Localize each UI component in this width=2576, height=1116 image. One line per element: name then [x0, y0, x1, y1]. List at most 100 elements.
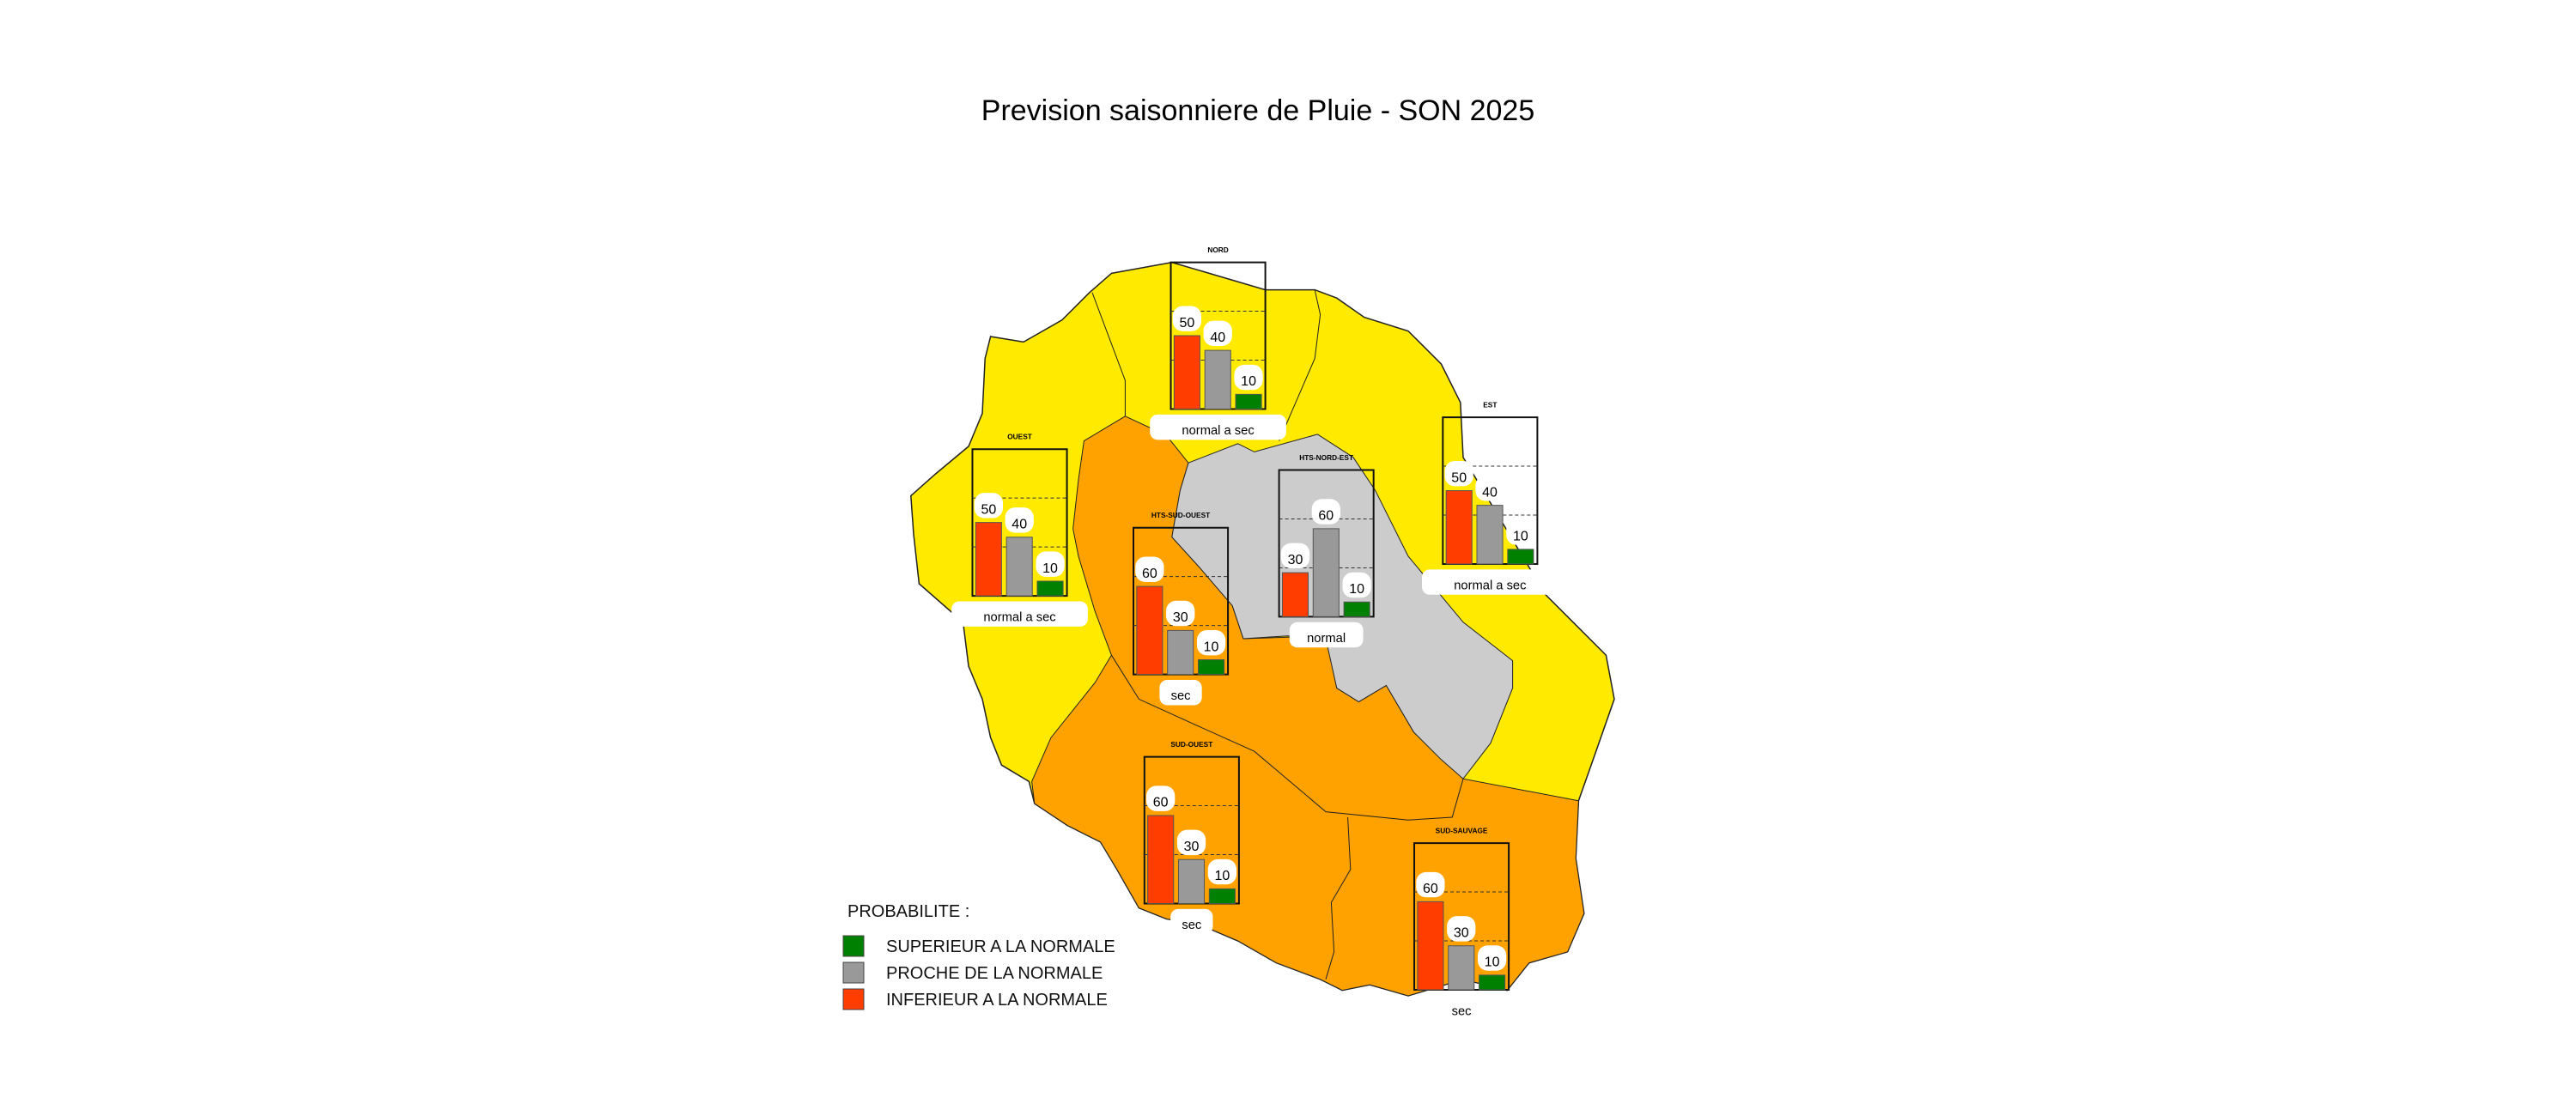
region-chart-hts-nord-est: HTS-NORD-EST 30 60 10 normal	[1279, 453, 1374, 648]
border-nord-est	[1279, 290, 1321, 441]
value-label: 50	[1180, 316, 1195, 331]
bar-proche	[1313, 529, 1339, 617]
value-label-bg	[1203, 320, 1232, 347]
bar-superieur	[1344, 602, 1370, 616]
bar-superieur	[1479, 975, 1505, 990]
value-label: 30	[1454, 925, 1469, 940]
region-name: OUEST	[1007, 433, 1032, 441]
legend-label-superieur: SUPERIEUR A LA NORMALE	[886, 937, 1115, 956]
value-label-bg	[1311, 499, 1340, 525]
bar-superieur	[1037, 581, 1063, 596]
value-label-bg	[1416, 871, 1445, 898]
value-label: 10	[1349, 582, 1364, 597]
border-sud-ouest-sauvage	[1326, 817, 1351, 980]
value-label-bg	[1166, 600, 1195, 627]
category-label-bg	[1150, 414, 1286, 440]
value-label-bg	[1005, 507, 1034, 533]
value-label-bg	[1444, 460, 1473, 487]
bar-superieur	[1209, 889, 1235, 903]
region-chart-sud-sauvage: SUD-SAUVAGE 60 30 10 sec	[1414, 827, 1509, 1021]
region-name: SUD-SAUVAGE	[1436, 827, 1488, 835]
value-label-bg	[1135, 556, 1164, 582]
value-label-bg	[1234, 364, 1263, 391]
legend-swatch-inferieur	[842, 988, 865, 1010]
category-label: normal	[1307, 632, 1346, 646]
legend-title: PROBABILITE :	[848, 902, 969, 921]
category-label: sec	[1182, 919, 1201, 932]
region-name: EST	[1483, 401, 1497, 409]
value-label: 40	[1210, 331, 1225, 345]
value-label-bg	[1036, 551, 1065, 577]
value-label-bg	[1506, 519, 1535, 545]
category-label-bg	[1440, 995, 1483, 1021]
value-label: 60	[1318, 509, 1334, 524]
bar-proche	[1178, 859, 1204, 903]
category-label-bg	[1170, 908, 1213, 935]
region-name: SUD-OUEST	[1170, 740, 1212, 749]
bar-inferieur	[975, 523, 1001, 596]
value-label-bg	[1280, 543, 1310, 569]
value-label-bg	[1342, 572, 1371, 598]
bar-inferieur	[1137, 586, 1163, 675]
category-label-bg	[1422, 569, 1558, 595]
value-label: 10	[1485, 955, 1500, 970]
value-label: 50	[1451, 470, 1467, 485]
value-label: 10	[1214, 869, 1230, 883]
value-label: 10	[1241, 374, 1256, 389]
bar-superieur	[1199, 660, 1224, 675]
region-name: NORD	[1207, 246, 1228, 254]
category-label: sec	[1171, 689, 1191, 703]
value-label-bg	[974, 493, 1003, 519]
value-label: 10	[1513, 530, 1528, 544]
value-label: 60	[1423, 882, 1438, 896]
region-chart-hts-sud-ouest: HTS-SUD-OUEST 60 30 10 sec	[1133, 511, 1228, 706]
value-label: 60	[1142, 567, 1157, 581]
category-label: sec	[1452, 1004, 1472, 1018]
legend-label-proche: PROCHE DE LA NORMALE	[886, 964, 1103, 983]
legend-swatch-superieur	[842, 935, 865, 957]
bar-inferieur	[1446, 491, 1472, 564]
value-label-bg	[1207, 858, 1236, 885]
legend-label-inferieur: INFERIEUR A LA NORMALE	[886, 991, 1108, 1010]
category-label: normal a sec	[1454, 579, 1526, 592]
value-label: 30	[1173, 610, 1188, 625]
region-name: HTS-SUD-OUEST	[1151, 511, 1210, 519]
bar-proche	[1449, 946, 1474, 990]
map-title: Prevision saisonniere de Pluie - SON 202…	[981, 94, 1534, 127]
zone-gray	[1172, 434, 1513, 779]
value-label-bg	[1196, 629, 1226, 656]
value-label: 30	[1288, 553, 1303, 567]
category-label-bg	[1159, 680, 1202, 706]
bar-superieur	[1508, 549, 1534, 564]
value-label-bg	[1447, 916, 1476, 942]
category-label: normal a sec	[983, 611, 1055, 625]
bar-proche	[1006, 537, 1032, 596]
value-label: 40	[1012, 517, 1027, 531]
bar-proche	[1205, 350, 1230, 409]
value-label-bg	[1475, 476, 1504, 501]
value-label: 10	[1204, 640, 1219, 654]
bar-proche	[1477, 506, 1503, 564]
value-label-bg	[1477, 945, 1507, 971]
category-label-bg	[951, 601, 1088, 627]
border-hts-sud-ouest	[1111, 655, 1463, 820]
category-label-bg	[1289, 622, 1364, 648]
bar-inferieur	[1174, 336, 1200, 409]
legend: PROBABILITE : SUPERIEUR A LA NORMALE PRO…	[842, 902, 1115, 1010]
value-label: 60	[1153, 796, 1169, 810]
value-label: 50	[981, 502, 996, 517]
bar-superieur	[1236, 394, 1261, 409]
bar-inferieur	[1148, 816, 1174, 904]
value-label-bg	[1146, 785, 1176, 811]
value-label: 10	[1042, 561, 1058, 576]
value-label-bg	[1176, 829, 1206, 856]
category-label: normal a sec	[1182, 424, 1254, 438]
legend-swatch-proche	[842, 961, 865, 984]
bar-inferieur	[1282, 573, 1308, 616]
region-name: HTS-NORD-EST	[1299, 453, 1353, 462]
